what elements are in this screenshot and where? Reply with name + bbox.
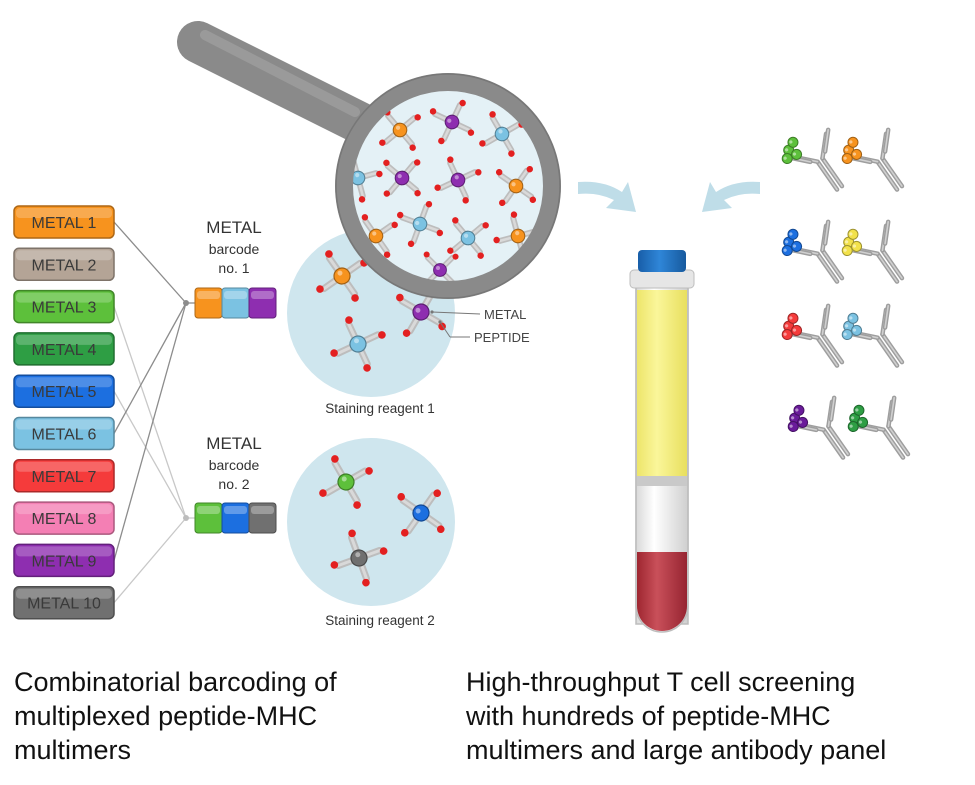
- arrow-right-icon: [702, 181, 760, 212]
- antibody-panel: [781, 127, 911, 460]
- multimer: [397, 489, 445, 537]
- metal-tag-4-label: METAL 4: [32, 342, 97, 359]
- staining-reagent-2-label: Staining reagent 2: [325, 613, 435, 628]
- barcode-2-number: no. 2: [218, 476, 249, 492]
- metal-tag-6-label: METAL 6: [32, 427, 97, 444]
- test-tube-icon: [629, 250, 695, 633]
- antibody-3: [781, 219, 845, 284]
- arrow-left-icon: [578, 181, 636, 212]
- magnifying-glass-icon: [177, 21, 561, 299]
- metal-tag-2: METAL 2: [13, 247, 115, 282]
- metal-tag-1-label: METAL 1: [32, 215, 97, 232]
- multimer: [330, 529, 388, 587]
- metal-tag-list: METAL 1 METAL 2 METAL 3 METAL 4 METAL 5 METAL…: [13, 205, 115, 620]
- metal-tag-7: METAL 7: [13, 459, 115, 493]
- staining-reagent-1-label: Staining reagent 1: [325, 401, 435, 416]
- barcode-1-title: METAL: [206, 218, 261, 237]
- bc1-segment-3: [248, 287, 277, 319]
- metal-tag-5-label: METAL 5: [32, 384, 97, 401]
- metal-tag-3: METAL 3: [13, 289, 115, 324]
- multimer: [330, 316, 386, 372]
- multimer: [383, 159, 421, 197]
- barcode-1-number: no. 1: [218, 260, 249, 276]
- metal-tag-10: METAL 10: [13, 585, 115, 620]
- peptide-annotation: PEPTIDE: [474, 330, 530, 345]
- multimer: [479, 111, 525, 157]
- metal-tag-9: METAL 9: [13, 543, 115, 578]
- multimer: [352, 153, 383, 203]
- antibody-6: [841, 303, 905, 368]
- magnified-multimers: [352, 99, 543, 282]
- multimer: [379, 109, 421, 151]
- antibody-2: [841, 127, 905, 192]
- antibody-1: [781, 127, 845, 192]
- caption-left: Combinatorial barcoding of multiplexed p…: [14, 667, 337, 765]
- metal-tag-2-label: METAL 2: [32, 257, 97, 274]
- metal-tag-10-label: METAL 10: [27, 596, 101, 613]
- metal-tag-8: METAL 8: [13, 501, 115, 535]
- hub-1-dot: [183, 300, 189, 306]
- metal-tag-9-label: METAL 9: [32, 553, 97, 570]
- multimer: [447, 217, 489, 259]
- multimer: [396, 200, 444, 248]
- barcode-1: METAL barcode no. 1: [194, 218, 277, 319]
- connection-line: [113, 390, 187, 519]
- metal-tag-8-label: METAL 8: [32, 511, 97, 528]
- annotations: METAL PEPTIDE: [430, 307, 530, 345]
- barcode-2-subtitle: barcode: [209, 457, 260, 473]
- multimer: [434, 156, 482, 204]
- connection-line: [113, 302, 187, 434]
- multimer: [429, 99, 475, 145]
- barcode-2: METAL barcode no. 2: [194, 434, 277, 534]
- metal-tag-1: METAL 1: [13, 205, 115, 239]
- antibody-5: [781, 303, 845, 368]
- metal-tag-3-label: METAL 3: [32, 300, 97, 317]
- connection-line: [113, 302, 187, 561]
- staining-reagent-2-circle: [287, 438, 455, 606]
- barcode-2-segments: [194, 502, 277, 534]
- metal-tag-7-label: METAL 7: [32, 469, 97, 486]
- multimer: [495, 165, 537, 207]
- metal-annotation: METAL: [484, 307, 526, 322]
- metal-tag-4: METAL 4: [13, 332, 115, 366]
- caption-right: High-throughput T cell screening with hu…: [466, 667, 887, 765]
- barcode-1-subtitle: barcode: [209, 241, 260, 257]
- multimer: [319, 455, 373, 509]
- antibody-7: [787, 395, 851, 460]
- barcode-2-title: METAL: [206, 434, 261, 453]
- antibody-4: [841, 219, 905, 284]
- barcode-1-segments: [194, 287, 277, 319]
- hub-2-dot: [183, 515, 189, 521]
- bc2-segment-3: [248, 502, 277, 534]
- multimer: [316, 250, 368, 302]
- connection-line: [113, 517, 187, 604]
- metal-tag-6: METAL 6: [13, 416, 115, 451]
- connection-line: [113, 221, 187, 304]
- metal-tag-5: METAL 5: [13, 374, 115, 408]
- metal-connections: [113, 221, 196, 604]
- connection-line: [113, 306, 187, 519]
- antibody-8: [847, 395, 911, 460]
- staining-reagent-2-multimers: [319, 455, 445, 587]
